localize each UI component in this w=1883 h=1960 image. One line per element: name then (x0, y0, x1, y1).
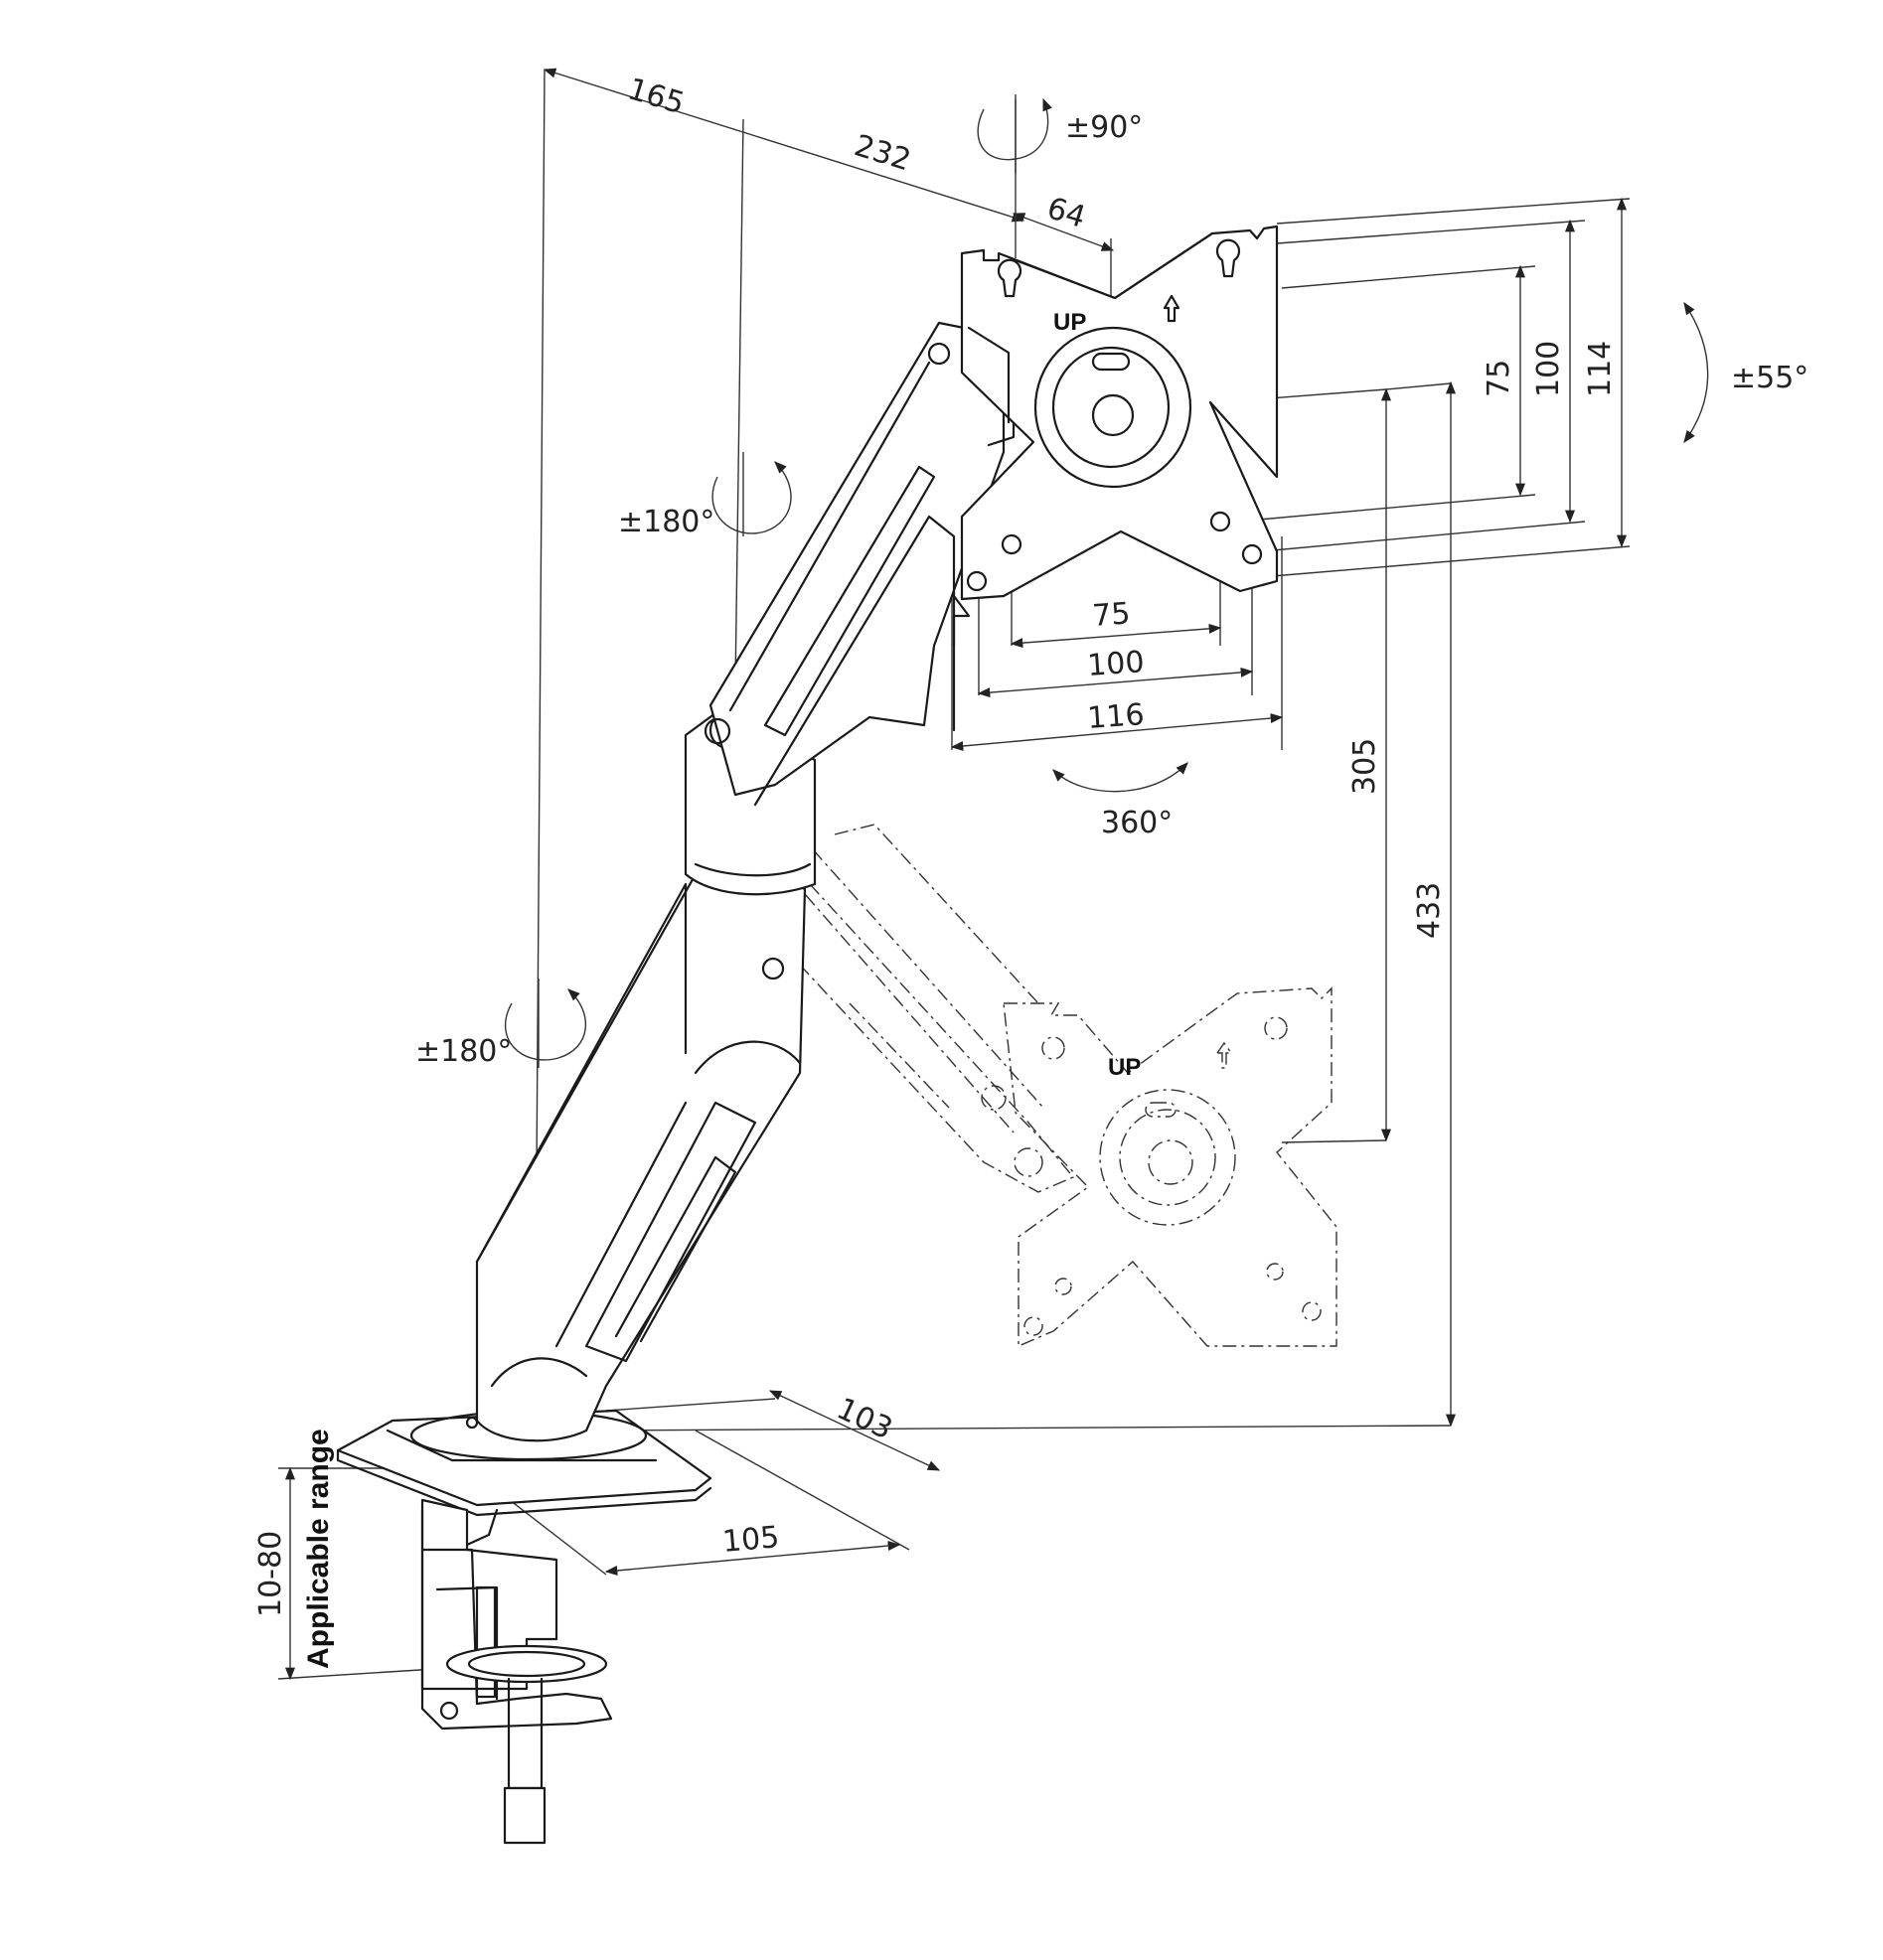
rotation-arrows (505, 94, 1709, 1068)
dim-75-vertical: 75 (1482, 360, 1516, 397)
dim-clamp-range: 10-80 (253, 1531, 288, 1617)
upper-arm (704, 321, 1016, 807)
swivel-180-upper-label: ±180° (618, 505, 714, 539)
dimension-labels: 165 232 64 75 100 114 75 100 116 305 433… (253, 72, 1618, 1617)
dim-103: 103 (832, 1392, 898, 1447)
dim-116-horizontal: 116 (1086, 697, 1146, 736)
dim-165: 165 (624, 72, 689, 121)
dim-64: 64 (1043, 191, 1090, 235)
swivel-180-lower-label: ±180° (415, 1034, 512, 1069)
rotation-labels: ±90° ±55° ±180° ±180° 360° (415, 110, 1808, 1069)
column (475, 710, 817, 1442)
part-labels: UP UP Applicable range (302, 309, 1141, 1669)
applicable-range-label: Applicable range (302, 1429, 335, 1669)
dim-114-vertical: 114 (1583, 341, 1618, 397)
dim-100-horizontal: 100 (1086, 645, 1146, 683)
base-clamp (336, 1409, 712, 1845)
dimension-lines (277, 68, 1631, 1681)
up-label-upper: UP (1053, 309, 1086, 336)
dim-232: 232 (851, 128, 915, 178)
dim-75-horizontal: 75 (1091, 596, 1132, 634)
dim-105: 105 (721, 1520, 781, 1560)
lower-arm-position (714, 823, 1337, 1348)
tilt-55-label: ±55° (1731, 361, 1808, 395)
dim-100-vertical: 100 (1531, 341, 1566, 397)
dim-433: 433 (1412, 882, 1447, 939)
upper-vesa-plate (960, 225, 1279, 601)
dim-305: 305 (1347, 738, 1382, 795)
pan-360-label: 360° (1101, 806, 1173, 840)
rotation-90-label: ±90° (1065, 110, 1143, 145)
up-label-lower: UP (1108, 1054, 1141, 1081)
